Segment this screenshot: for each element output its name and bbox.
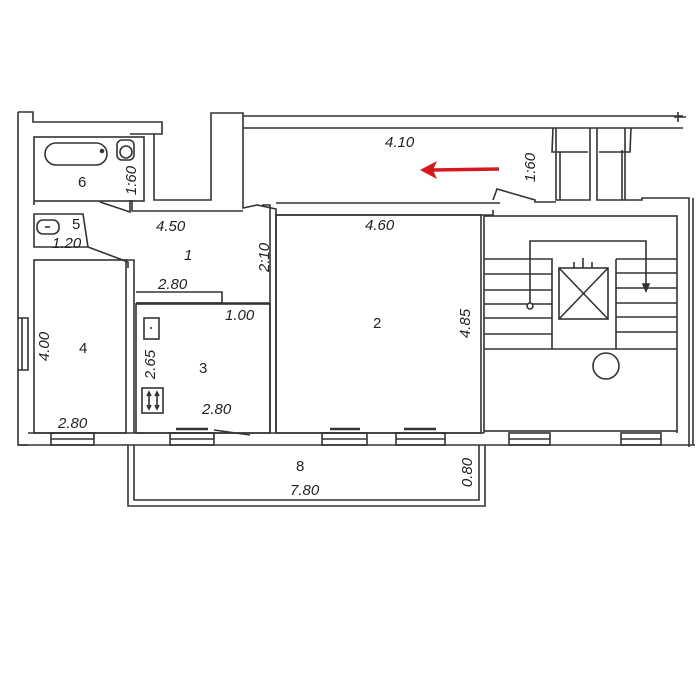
hall-lower-label: 2.80 <box>158 276 188 293</box>
windows <box>50 427 662 446</box>
fridge-icon <box>143 317 160 340</box>
balcony-8-outline <box>127 445 486 507</box>
room-1-label: 1 <box>184 247 193 264</box>
hall-length-label: 4.50 <box>156 218 186 235</box>
room-4-label: 4 <box>79 340 88 357</box>
stairwell-outline <box>483 215 678 432</box>
stair-circle <box>592 352 620 380</box>
bedroom-side-label: 4.00 <box>36 331 54 362</box>
corridor-wall <box>243 115 683 129</box>
stove-icon <box>141 387 164 414</box>
sink-icon <box>119 145 133 159</box>
corridor-length-label: 4.10 <box>385 134 415 151</box>
balcony-length-label: 7.80 <box>290 482 320 499</box>
balcony-width-label: 0.80 <box>459 457 477 488</box>
room-2-label: 2 <box>373 315 382 332</box>
hall-width-label: 2:10 <box>256 242 274 273</box>
bathtub-icon <box>44 142 108 166</box>
bathroom-width-label: 1:60 <box>123 165 141 196</box>
toilet-icon <box>36 219 60 235</box>
bedroom-bottom-label: 2.80 <box>58 415 88 432</box>
kitchen-bottom-label: 2.80 <box>202 401 232 418</box>
room-6-label: 6 <box>78 174 87 191</box>
living-top-label: 4.60 <box>365 217 395 234</box>
entry-arrow-icon <box>420 161 500 179</box>
room-3-label: 3 <box>199 360 208 377</box>
room-5-label: 5 <box>72 216 81 233</box>
living-side-label: 4.85 <box>457 308 475 339</box>
bathroom-6-outline <box>33 136 145 202</box>
kitchen-top-label: 1.00 <box>225 307 255 324</box>
outer-wall-left <box>18 111 163 135</box>
corridor-width-label: 1:60 <box>522 152 540 183</box>
room-8-label: 8 <box>296 458 305 475</box>
kitchen-side-label: 2.65 <box>142 349 160 380</box>
toilet-length-label: 1.20 <box>52 235 82 252</box>
